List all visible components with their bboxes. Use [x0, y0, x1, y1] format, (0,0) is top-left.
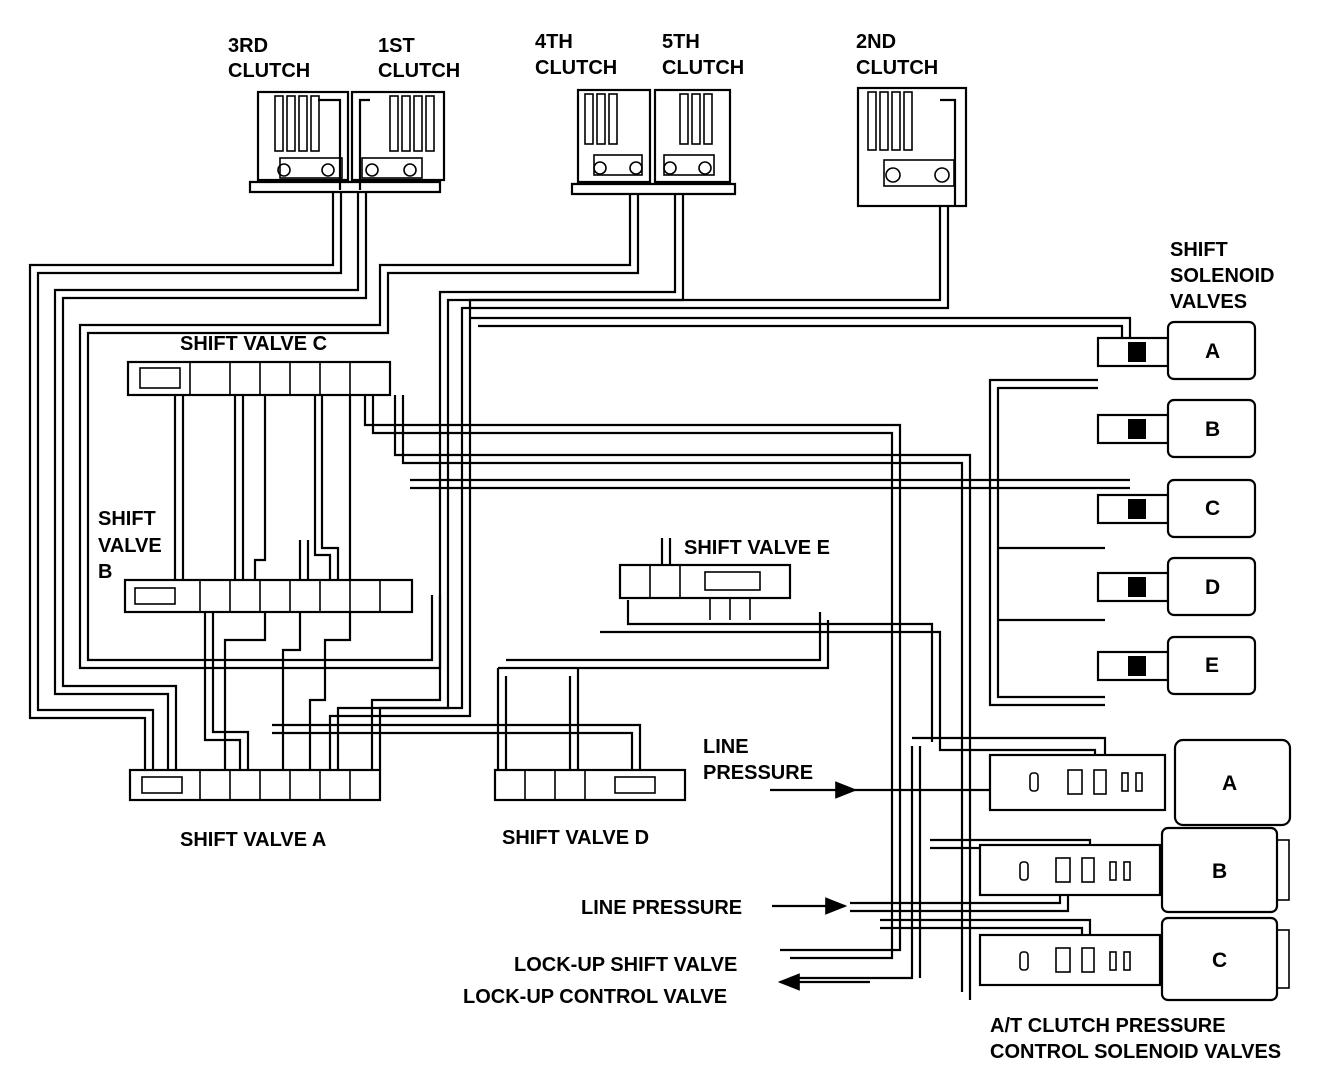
clutch-4th [576, 88, 652, 184]
pressure-control-solenoid-b-label: B [1212, 860, 1227, 883]
label-shift-valve-b-line2: VALVE [98, 535, 162, 557]
clutch-4th-5th-base [570, 182, 737, 196]
label-2nd-clutch-line2: CLUTCH [856, 57, 938, 79]
pressure-control-solenoid-b [978, 826, 1290, 914]
clutch-1st-3rd-base [248, 180, 442, 194]
pressure-control-solenoid-a-label: A [1222, 772, 1237, 795]
label-2nd-clutch-line1: 2ND [856, 31, 896, 53]
pressure-control-solenoid-a [988, 738, 1292, 827]
clutch-2nd [856, 86, 968, 208]
shift-valve-e [618, 563, 792, 620]
pressure-control-solenoid-c [978, 916, 1290, 1002]
label-pressure-control-line2: CONTROL SOLENOID VALVES [990, 1041, 1281, 1063]
label-lockup-control-valve: LOCK-UP CONTROL VALVE [463, 986, 727, 1008]
label-5th-clutch-line2: CLUTCH [662, 57, 744, 79]
shift-solenoid-b-label: B [1205, 418, 1220, 441]
shift-solenoid-e-label: E [1205, 654, 1219, 677]
label-1st-clutch-line2: CLUTCH [378, 60, 460, 82]
label-lockup-shift-valve: LOCK-UP SHIFT VALVE [514, 954, 737, 976]
shift-solenoid-e [1096, 635, 1257, 696]
shift-solenoid-c-label: C [1205, 497, 1220, 520]
label-shift-valve-b-line3: B [98, 561, 112, 583]
shift-valve-c [126, 360, 392, 397]
shift-solenoid-d-label: D [1205, 576, 1220, 599]
shift-valve-b [123, 578, 414, 614]
label-shift-valve-b-line1: SHIFT [98, 508, 156, 530]
shift-solenoid-b [1096, 398, 1257, 459]
label-line-pressure-1-line1: LINE [703, 736, 749, 758]
label-line-pressure-1-line2: PRESSURE [703, 762, 813, 784]
label-shift-valve-a: SHIFT VALVE A [180, 829, 326, 851]
label-shift-valve-e: SHIFT VALVE E [684, 537, 830, 559]
label-4th-clutch-line1: 4TH [535, 31, 573, 53]
shift-solenoid-c [1096, 478, 1257, 539]
label-shift-valve-d: SHIFT VALVE D [502, 827, 649, 849]
shift-valve-d [493, 768, 687, 802]
hydraulic-passages [28, 192, 1132, 1000]
label-4th-clutch-line2: CLUTCH [535, 57, 617, 79]
shift-solenoid-a [1096, 320, 1257, 381]
shift-solenoid-d [1096, 556, 1257, 617]
label-shift-valve-c: SHIFT VALVE C [180, 333, 327, 355]
shift-solenoid-a-label: A [1205, 340, 1220, 363]
label-line-pressure-2: LINE PRESSURE [581, 897, 742, 919]
label-shift-solenoid-line2: SOLENOID [1170, 265, 1274, 287]
pressure-control-solenoid-c-label: C [1212, 949, 1227, 972]
label-5th-clutch-line1: 5TH [662, 31, 700, 53]
clutch-5th [653, 88, 732, 184]
label-shift-solenoid-line3: VALVES [1170, 291, 1247, 313]
label-3rd-clutch-line2: CLUTCH [228, 60, 310, 82]
label-3rd-clutch-line1: 3RD [228, 35, 268, 57]
clutch-3rd [256, 90, 350, 190]
label-1st-clutch-line1: 1ST [378, 35, 415, 57]
shift-valve-a [128, 768, 382, 802]
label-pressure-control-line1: A/T CLUTCH PRESSURE [990, 1015, 1226, 1037]
clutch-1st [350, 90, 446, 190]
label-shift-solenoid-line1: SHIFT [1170, 239, 1228, 261]
